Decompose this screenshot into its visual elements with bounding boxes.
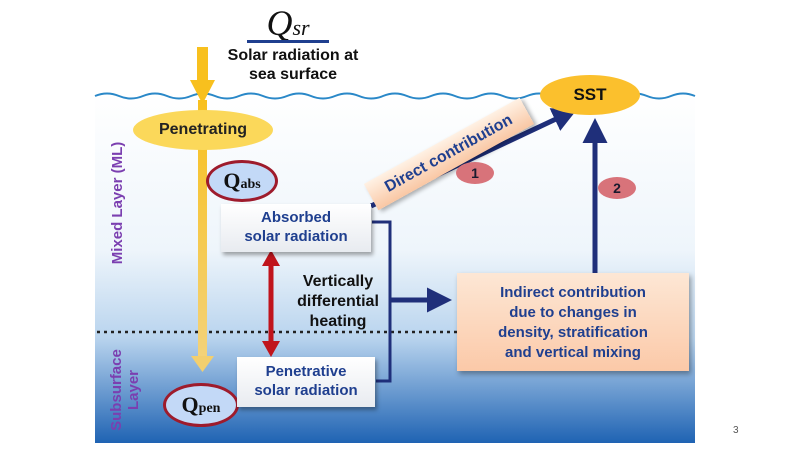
penetrative-radiation-box: Penetrative solar radiation bbox=[237, 357, 375, 407]
vertical-heating-line-1: Vertically bbox=[302, 273, 374, 290]
q-sr-underline bbox=[247, 40, 329, 43]
absorbed-radiation-box: Absorbed solar radiation bbox=[221, 204, 371, 252]
mixed-layer-label: Mixed Layer (ML) bbox=[109, 141, 126, 265]
q-pen-subscript: pen bbox=[198, 401, 221, 416]
penetrative-line-1: Penetrative bbox=[265, 363, 347, 380]
subsurface-line-2: Layer bbox=[125, 369, 142, 411]
penetrative-line-2: solar radiation bbox=[254, 382, 358, 399]
q-sr-symbol: Qsr bbox=[248, 2, 328, 44]
indirect-line-4: and vertical mixing bbox=[505, 344, 641, 361]
q-abs-bubble: Qabs bbox=[206, 160, 278, 202]
vertical-heating-arrow-head-up bbox=[262, 250, 280, 266]
sunlight-beam-head bbox=[191, 356, 214, 372]
q-abs-subscript: abs bbox=[240, 177, 261, 192]
absorbed-line-1: Absorbed bbox=[260, 209, 331, 226]
q-abs-letter: Q bbox=[223, 168, 241, 193]
solar-radiation-label: Solar radiation at sea surface bbox=[208, 46, 378, 84]
sunlight-beam bbox=[198, 100, 207, 358]
vertical-heating-line-2: differential bbox=[297, 293, 379, 310]
indirect-line-1: Indirect contribution bbox=[500, 284, 646, 301]
subsurface-layer-label: Subsurface Layer bbox=[108, 345, 148, 435]
badge-1: 1 bbox=[456, 162, 494, 184]
solar-radiation-line-1: Solar radiation at bbox=[227, 47, 359, 64]
q-sr-subscript: sr bbox=[292, 15, 310, 40]
q-pen-letter: Q bbox=[181, 392, 199, 417]
surface-arrow-head bbox=[190, 80, 215, 104]
sst-ellipse: SST bbox=[540, 75, 640, 115]
subsurface-line-1: Subsurface bbox=[108, 349, 125, 431]
solar-radiation-line-2: sea surface bbox=[248, 66, 338, 83]
absorbed-line-2: solar radiation bbox=[244, 228, 348, 245]
vertical-heating-label: Vertically differential heating bbox=[286, 272, 390, 332]
page-number: 3 bbox=[733, 425, 739, 436]
surface-arrow-shaft bbox=[197, 47, 208, 83]
indirect-line-2: due to changes in bbox=[509, 304, 637, 321]
penetrating-ellipse: Penetrating bbox=[133, 110, 273, 150]
indirect-contribution-box: Indirect contribution due to changes in … bbox=[457, 273, 689, 371]
q-pen-bubble: Qpen bbox=[163, 383, 239, 427]
vertical-heating-arrow-head-down bbox=[262, 341, 280, 357]
badge-2: 2 bbox=[598, 177, 636, 199]
indirect-line-3: density, stratification bbox=[498, 324, 648, 341]
q-sr-letter: Q bbox=[266, 3, 293, 43]
vertical-heating-line-3: heating bbox=[309, 313, 367, 330]
